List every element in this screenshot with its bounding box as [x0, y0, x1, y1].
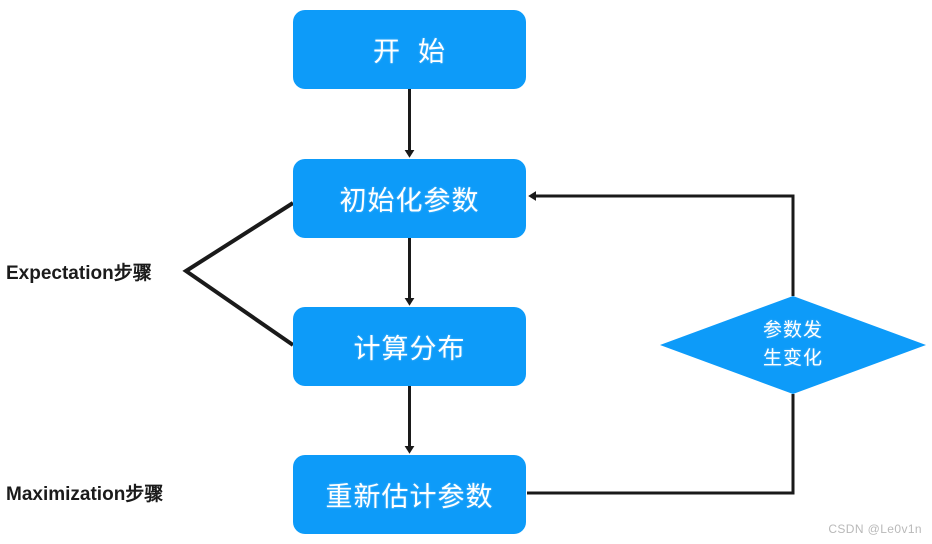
node-decision-parameters-changed[interactable]: 参数发 生变化	[660, 296, 926, 394]
node-calculate-distribution[interactable]: 计算分布	[293, 307, 526, 386]
edge-decision-to-init	[528, 191, 795, 296]
edge-reestimate-to-decision	[527, 394, 795, 495]
label-maximization-step: Maximization步骤	[6, 484, 164, 505]
node-reestimate-parameters[interactable]: 重新估计参数	[293, 455, 526, 534]
node-start[interactable]: 开 始	[293, 10, 526, 89]
diamond-shape-icon	[660, 296, 926, 394]
expectation-bracket	[182, 201, 295, 347]
decision-label: 参数发 生变化	[660, 296, 926, 394]
decision-label-line1: 参数发	[762, 320, 823, 342]
watermark: CSDN @Le0v1n	[828, 522, 922, 536]
decision-label-line2: 生变化	[762, 348, 823, 369]
node-initialize-parameters[interactable]: 初始化参数	[293, 159, 526, 238]
label-expectation-step: Expectation步骤	[6, 263, 152, 284]
